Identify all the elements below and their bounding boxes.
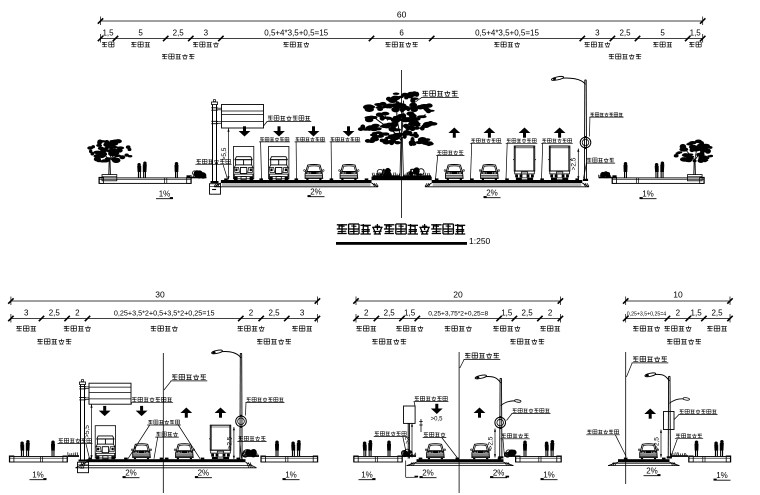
svg-text:2: 2 — [75, 309, 80, 318]
svg-text:2%: 2% — [198, 469, 210, 478]
svg-text:1%: 1% — [361, 471, 373, 480]
svg-text:1,5: 1,5 — [501, 309, 513, 318]
svg-text:2,5: 2,5 — [173, 29, 185, 38]
svg-text:1,5: 1,5 — [404, 309, 416, 318]
svg-text:2: 2 — [364, 309, 369, 318]
svg-text:5: 5 — [138, 29, 143, 38]
svg-text:>2,5: >2,5 — [226, 436, 233, 449]
svg-text:2: 2 — [548, 309, 553, 318]
svg-text:6: 6 — [399, 29, 404, 38]
svg-text:0,5+4*3,5+0,5=15: 0,5+4*3,5+0,5=15 — [475, 29, 539, 38]
svg-text:1,5: 1,5 — [690, 29, 702, 38]
svg-text:1%: 1% — [32, 471, 44, 480]
svg-text:3: 3 — [204, 29, 209, 38]
svg-text:0,25+3,5+0,25=4: 0,25+3,5+0,25=4 — [627, 312, 666, 318]
svg-text:2%: 2% — [125, 469, 137, 478]
svg-text:2,5: 2,5 — [49, 309, 61, 318]
svg-text:5: 5 — [660, 29, 665, 38]
svg-text:>5,5: >5,5 — [221, 147, 228, 160]
svg-text:>2,5: >2,5 — [571, 157, 578, 170]
svg-text:2: 2 — [676, 309, 681, 318]
svg-text:1%: 1% — [285, 471, 297, 480]
svg-text:2,5: 2,5 — [384, 309, 396, 318]
svg-text:1,5: 1,5 — [691, 309, 703, 318]
svg-text:>2,5: >2,5 — [487, 436, 494, 449]
svg-text:1%: 1% — [159, 190, 171, 199]
svg-text:2,5: 2,5 — [619, 29, 631, 38]
svg-text:30: 30 — [155, 290, 165, 300]
svg-text:1%: 1% — [642, 190, 654, 199]
svg-text:0,25+3,75*2+0,25=8: 0,25+3,75*2+0,25=8 — [428, 311, 488, 318]
svg-text:3: 3 — [24, 309, 29, 318]
svg-text:0,25+3,5*2+0,5+3,5*2+0,25=15: 0,25+3,5*2+0,5+3,5*2+0,25=15 — [114, 309, 215, 318]
svg-text:0,5+4*3,5+0,5=15: 0,5+4*3,5+0,5=15 — [264, 29, 328, 38]
svg-text:2,5: 2,5 — [268, 309, 280, 318]
svg-text:2,5: 2,5 — [711, 309, 723, 318]
svg-text:2%: 2% — [486, 189, 498, 198]
svg-text:20: 20 — [453, 290, 463, 300]
svg-text:>3: >3 — [404, 436, 411, 444]
svg-text:2%: 2% — [310, 188, 322, 197]
svg-text:60: 60 — [397, 10, 407, 20]
svg-text:2: 2 — [249, 309, 254, 318]
svg-text:3: 3 — [300, 309, 305, 318]
svg-text:2,5: 2,5 — [522, 309, 534, 318]
svg-text:>5,5: >5,5 — [84, 425, 91, 438]
svg-text:1%: 1% — [716, 471, 728, 480]
svg-text:>2,5: >2,5 — [653, 437, 660, 450]
svg-text:1%: 1% — [543, 471, 555, 480]
svg-text:1,5: 1,5 — [102, 29, 114, 38]
svg-text:2%: 2% — [646, 467, 658, 476]
svg-text:>0,5: >0,5 — [431, 417, 444, 423]
svg-text:2%: 2% — [493, 469, 505, 478]
svg-text:10: 10 — [673, 290, 683, 300]
svg-text:3: 3 — [595, 29, 600, 38]
svg-text:2%: 2% — [422, 469, 434, 478]
svg-text:1:250: 1:250 — [469, 236, 491, 246]
